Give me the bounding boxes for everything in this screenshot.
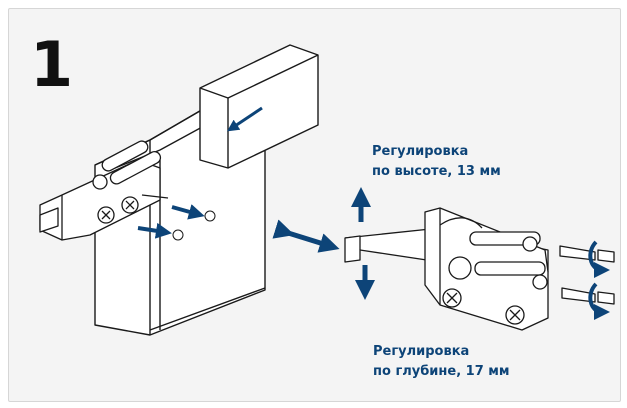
front-panel <box>199 44 319 169</box>
height-label-line1: Регулировка <box>372 144 469 159</box>
step-number: 1 <box>30 28 74 101</box>
depth-label-line2: по глубине, 17 мм <box>373 364 510 379</box>
push-arrow-icon <box>137 222 172 239</box>
rotate-arrow-icon <box>588 282 610 320</box>
screwdriver-icon <box>561 287 615 305</box>
depth-label-line1: Регулировка <box>373 344 470 359</box>
push-arrow-icon <box>227 106 263 132</box>
push-arrow-icon <box>171 204 205 220</box>
depth-adjustment-label: Регулировка по глубине, 17 мм <box>373 342 510 382</box>
left-hinge <box>39 140 169 241</box>
height-label-line2: по высоте, 13 мм <box>372 164 501 179</box>
right-hinge <box>344 207 549 331</box>
height-adjustment-label: Регулировка по высоте, 13 мм <box>372 142 501 182</box>
screwdriver-icon <box>559 245 615 263</box>
bidirectional-arrow-icon <box>272 219 340 253</box>
rotate-arrow-icon <box>588 240 610 278</box>
